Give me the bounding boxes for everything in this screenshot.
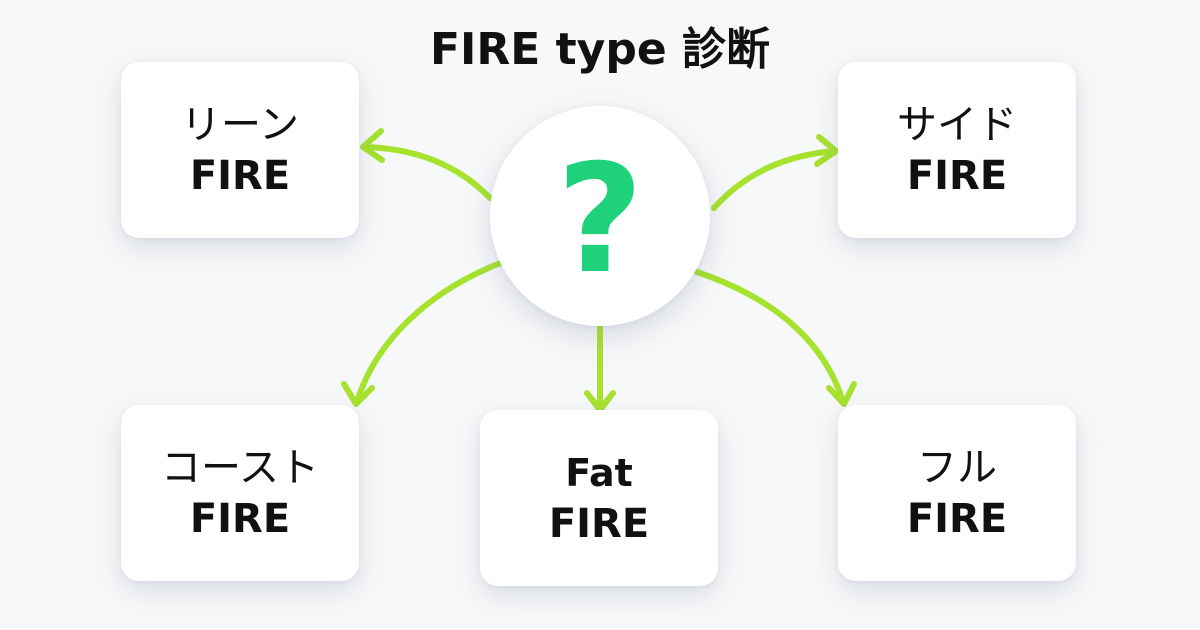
card-lean-fire-name: リーン: [181, 102, 299, 148]
arrow-to-fat-fire: [584, 323, 616, 413]
card-side-fire-label: FIRE: [906, 153, 1008, 199]
center-question-circle: ?: [490, 106, 710, 326]
arrow-to-side-fire: [711, 134, 839, 211]
card-fat-fire-label: FIRE: [548, 501, 650, 547]
arrow-to-lean-fire: [360, 128, 493, 201]
card-coast-fire-name: コースト: [161, 445, 319, 491]
card-side-fire: サイド FIRE: [838, 62, 1076, 238]
card-full-fire-name: フル: [917, 445, 997, 491]
card-full-fire-label: FIRE: [906, 496, 1008, 542]
card-fat-fire-name: Fat: [565, 451, 633, 495]
card-fat-fire: Fat FIRE: [480, 410, 718, 586]
card-full-fire: フル FIRE: [838, 405, 1076, 581]
arrow-to-coast-fire: [341, 259, 506, 407]
card-side-fire-name: サイド: [897, 102, 1017, 148]
card-lean-fire-label: FIRE: [189, 153, 291, 199]
question-mark-icon: ?: [556, 133, 644, 307]
card-lean-fire: リーン FIRE: [121, 62, 359, 238]
arrow-to-full-fire: [694, 269, 857, 407]
page-title: FIRE type 診断: [429, 24, 771, 75]
card-coast-fire: コースト FIRE: [121, 405, 359, 581]
card-coast-fire-label: FIRE: [189, 496, 291, 542]
